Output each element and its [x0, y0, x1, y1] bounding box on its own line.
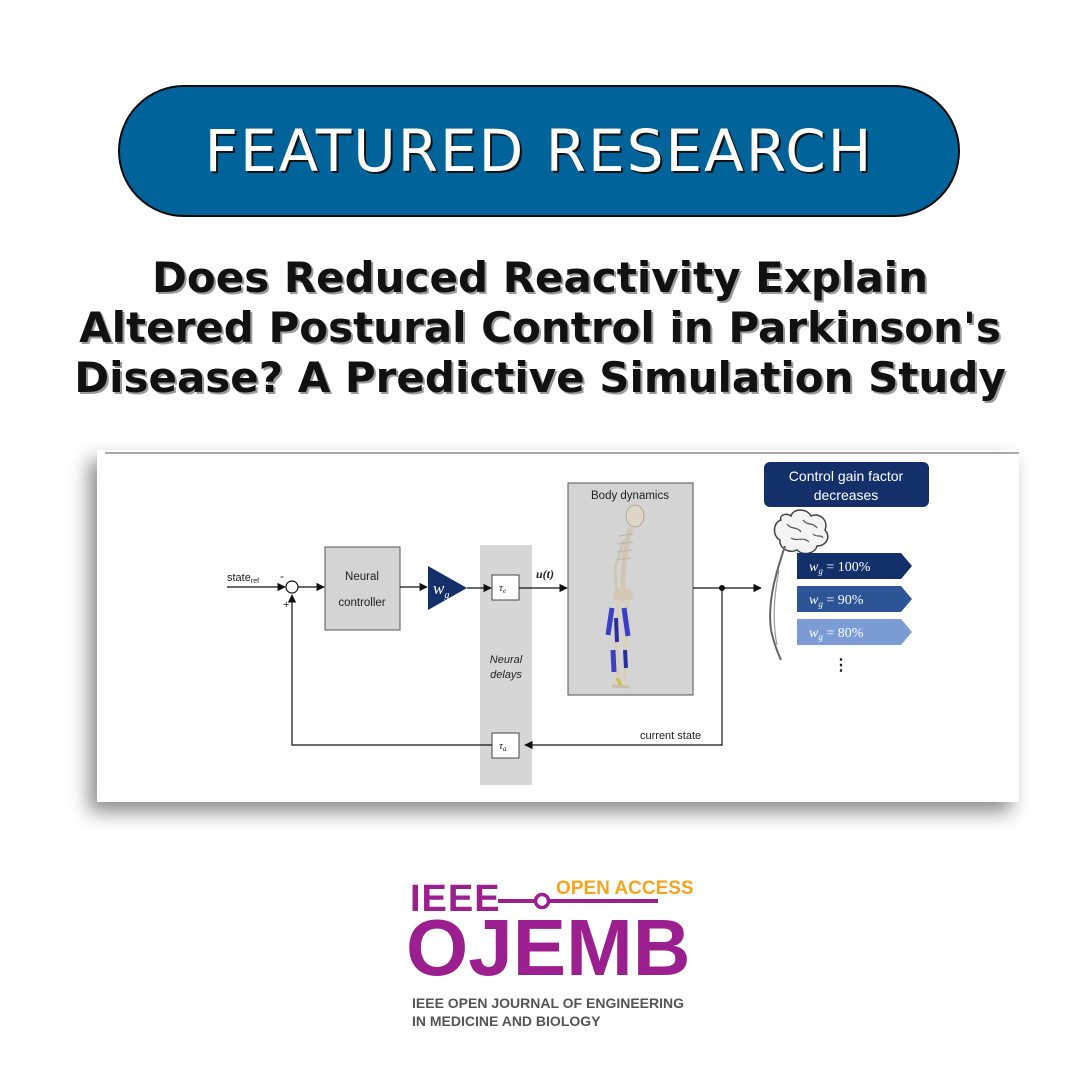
logo-open-access-text: OPEN ACCESS: [556, 878, 694, 899]
continuation-dots: ⋮: [833, 657, 849, 674]
gain-box-label: decreases: [814, 487, 879, 503]
afferent-delay-block: [491, 732, 520, 759]
logo-subtitle: IN MEDICINE AND BIOLOGY: [412, 1013, 601, 1029]
gain-level-100: [797, 553, 912, 579]
open-access-connector-icon: [498, 892, 658, 910]
gain-label: wg: [433, 579, 449, 601]
controller-label: Neural: [345, 571, 379, 583]
delays-label: delays: [490, 669, 522, 681]
brain-icon: [769, 509, 829, 661]
title-line: Does Reduced Reactivity Explain: [152, 253, 928, 302]
banner-label: FEATURED RESEARCH: [204, 117, 874, 185]
gain-level-text: wg = 80%: [809, 626, 864, 642]
gain-level-text: wg = 100%: [809, 560, 871, 576]
ojemb-logo: IEEE OPEN ACCESS OJEMB IEEE OPEN JOURNAL…: [406, 878, 694, 1038]
block-diagram-figure: stateref - + Neural controller wg Neural…: [97, 450, 1019, 802]
logo-ieee-text: IEEE: [410, 878, 501, 920]
skeleton-figure: [605, 504, 645, 689]
feedback-label: current state: [640, 730, 701, 742]
article-title: Does Reduced Reactivity Explain Altered …: [30, 253, 1050, 403]
control-gain-box: [764, 462, 929, 507]
title-line: Altered Postural Control in Parkinson's: [79, 303, 1001, 352]
body-dynamics-label: Body dynamics: [591, 490, 669, 502]
gain-level-90: [797, 586, 912, 612]
efferent-delay-block: [491, 574, 520, 601]
neural-controller-block: [324, 546, 401, 631]
summing-junction: [285, 580, 299, 594]
tau-a-label: τa: [499, 740, 507, 753]
featured-research-banner: FEATURED RESEARCH: [118, 85, 960, 217]
logo-ojemb-text: OJEMB: [406, 903, 691, 992]
title-line: Disease? A Predictive Simulation Study: [74, 353, 1006, 402]
logo-subtitle: IEEE OPEN JOURNAL OF ENGINEERING: [412, 995, 685, 1011]
delays-label: Neural: [490, 654, 523, 666]
gain-level-80: [797, 619, 912, 645]
tau-e-label: τe: [499, 582, 506, 595]
controller-label: controller: [338, 597, 385, 609]
minus-sign: -: [280, 569, 284, 583]
gain-level-text: wg = 90%: [809, 593, 864, 609]
control-signal-label: u(t): [536, 567, 554, 581]
feedback-path: [524, 588, 723, 750]
input-label: stateref: [227, 572, 259, 585]
feedback-return-path: [287, 594, 492, 746]
gain-triangle: [428, 566, 467, 610]
gain-box-label: Control gain factor: [789, 468, 904, 484]
plus-sign: +: [283, 599, 289, 611]
